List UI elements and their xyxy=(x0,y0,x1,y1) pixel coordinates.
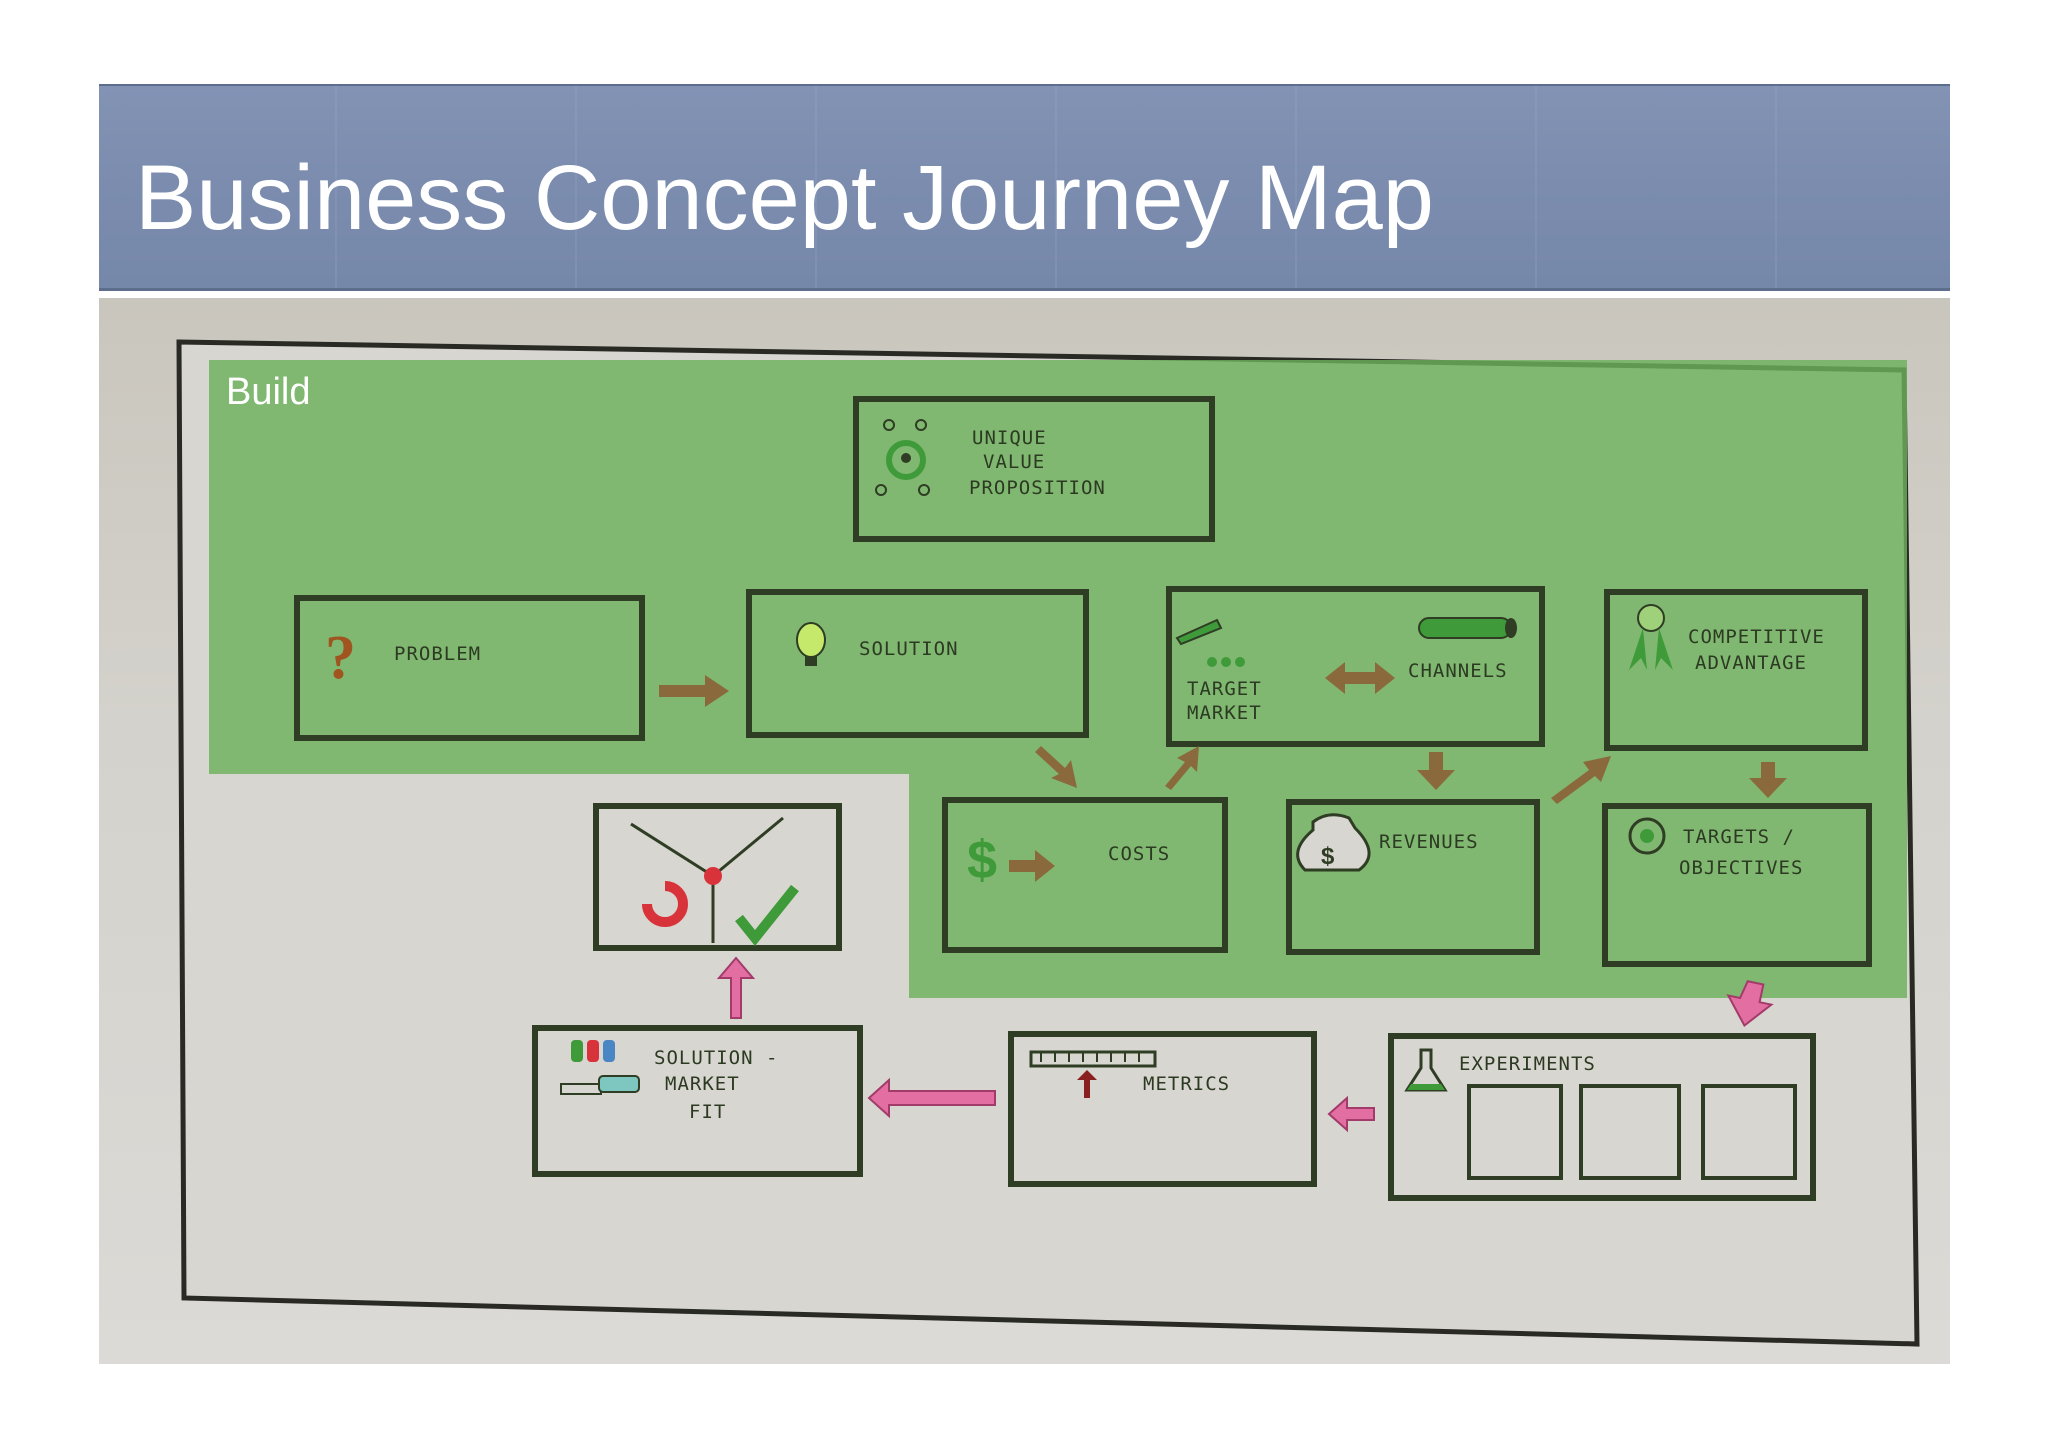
arrow-cost-flow-icon xyxy=(1009,850,1055,882)
costs-label: COSTS xyxy=(1108,843,1170,865)
targets-objectives-line-1: TARGETS / xyxy=(1683,826,1795,848)
card-targets-objectives: TARGETS / OBJECTIVES xyxy=(1602,803,1872,967)
pivot-loop-icon xyxy=(642,881,688,927)
solution-label: SOLUTION xyxy=(859,638,959,660)
megaphone-audience-icon xyxy=(1175,618,1245,667)
people-target-icon xyxy=(875,419,930,496)
check-icon xyxy=(735,884,799,947)
arrow-targets-experiments xyxy=(1726,980,1774,1028)
arrow-solution-costs xyxy=(1035,746,1077,788)
card-solution-market-fit: SOLUTION - MARKET FIT xyxy=(532,1025,863,1177)
card-metrics: METRICS xyxy=(1008,1031,1317,1187)
card-target-market-channels: TARGET MARKET CHANNELS xyxy=(1166,586,1545,747)
arrow-metrics-fit xyxy=(867,1077,996,1119)
journey-map-photo: UNIQUE VALUE PROPOSITION ? PROBLEM SOLUT… xyxy=(99,298,1950,1364)
card-competitive-advantage: COMPETITIVE ADVANTAGE xyxy=(1604,589,1868,751)
competitive-advantage-line-1: COMPETITIVE xyxy=(1688,626,1825,648)
customers-fit-icon xyxy=(560,1040,640,1095)
revenues-label: REVENUES xyxy=(1379,831,1479,853)
card-experiments: EXPERIMENTS xyxy=(1388,1033,1816,1201)
competitive-advantage-line-2: ADVANTAGE xyxy=(1695,652,1807,674)
svg-text:$: $ xyxy=(1321,843,1335,870)
arrow-experiments-metrics xyxy=(1327,1095,1375,1133)
build-region-overlay xyxy=(209,360,1907,998)
decision-branch-left xyxy=(630,822,714,878)
experiment-slot-2 xyxy=(1579,1084,1681,1180)
slide-title: Business Concept Journey Map xyxy=(135,147,1434,249)
card-solution: SOLUTION xyxy=(746,589,1089,738)
ribbon-medal-icon xyxy=(1629,604,1673,670)
card-problem: ? PROBLEM xyxy=(294,595,645,741)
arrow-revenues-competitive-advantage xyxy=(1551,756,1611,804)
arrow-channels-revenues xyxy=(1417,752,1455,790)
uvp-line-2: VALUE xyxy=(983,451,1045,473)
target-icon xyxy=(1628,817,1666,855)
problem-label: PROBLEM xyxy=(394,643,481,665)
card-unique-value-proposition: UNIQUE VALUE PROPOSITION xyxy=(853,396,1215,542)
dollar-icon: $ xyxy=(967,830,997,890)
arrow-target-market-channels xyxy=(1325,662,1395,694)
lightbulb-icon xyxy=(796,622,826,666)
target-market-line-2: MARKET xyxy=(1187,702,1262,724)
experiment-slot-1 xyxy=(1467,1084,1563,1180)
gauge-icon xyxy=(1029,1050,1157,1098)
money-bag-icon: $ xyxy=(1296,813,1371,872)
card-revenues: $ REVENUES xyxy=(1286,799,1540,955)
fit-line-1: SOLUTION - xyxy=(654,1047,778,1069)
card-costs: $ COSTS xyxy=(942,797,1228,953)
uvp-line-1: UNIQUE xyxy=(972,427,1047,449)
targets-objectives-line-2: OBJECTIVES xyxy=(1679,857,1803,879)
arrow-fit-pivot xyxy=(716,956,756,1019)
flask-icon xyxy=(1404,1048,1448,1092)
fit-line-2: MARKET xyxy=(665,1073,740,1095)
journey-map-drawing: UNIQUE VALUE PROPOSITION ? PROBLEM SOLUT… xyxy=(176,339,1920,1347)
card-pivot-persevere xyxy=(593,803,842,951)
decision-node-icon xyxy=(704,867,722,885)
question-mark-icon: ? xyxy=(325,624,356,692)
experiment-slot-3 xyxy=(1701,1084,1797,1180)
metrics-label: METRICS xyxy=(1143,1073,1230,1095)
pipe-icon xyxy=(1418,617,1517,639)
arrow-competitive-advantage-targets xyxy=(1749,762,1787,798)
arrow-problem-solution xyxy=(659,675,729,707)
slide-title-bar: Business Concept Journey Map xyxy=(99,84,1950,291)
fit-line-3: FIT xyxy=(689,1101,726,1123)
arrow-costs-target-market xyxy=(1165,746,1199,790)
uvp-line-3: PROPOSITION xyxy=(969,477,1106,499)
build-section-label: Build xyxy=(226,371,311,413)
target-market-line-1: TARGET xyxy=(1187,678,1262,700)
experiments-label: EXPERIMENTS xyxy=(1459,1053,1596,1075)
decision-branch-right xyxy=(712,816,784,878)
channels-label: CHANNELS xyxy=(1408,660,1508,682)
